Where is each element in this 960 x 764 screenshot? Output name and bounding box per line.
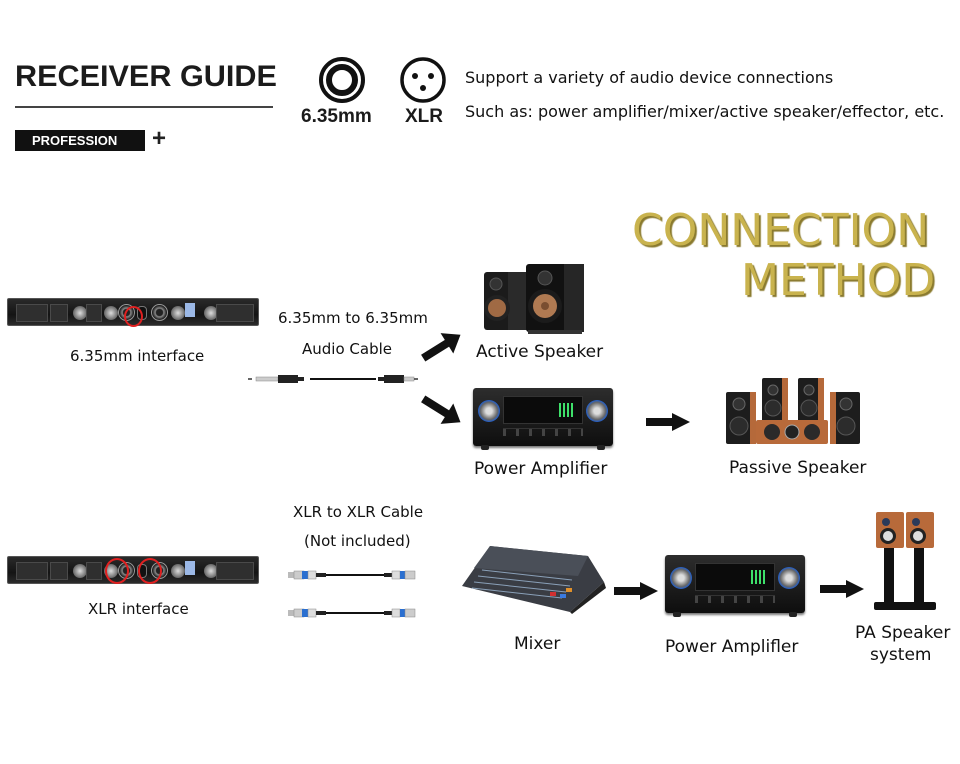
pa-speaker-label-line2: system	[870, 645, 932, 665]
highlight-ring-xlr-2	[138, 558, 162, 584]
pa-speaker-image	[872, 510, 940, 618]
active-speaker-label: Active Speaker	[476, 342, 604, 362]
mixer-label: Mixer	[514, 634, 561, 654]
profession-badge: PROFESSION	[15, 130, 145, 151]
active-speaker-image	[482, 260, 592, 344]
power-amplifier-image	[665, 555, 805, 617]
power-amplifier-label: Power Amplifier	[474, 459, 608, 479]
cable-label-xlr-line1: XLR to XLR Cable	[293, 503, 424, 521]
quarter-inch-jack-icon	[318, 56, 366, 108]
arrow-right-icon	[820, 580, 864, 598]
guide-title: RECEIVER GUIDE	[15, 60, 277, 93]
title-divider	[15, 106, 273, 108]
power-amplifier-label-2: Power Amplifler	[665, 637, 799, 657]
passive-speaker-image	[722, 376, 862, 452]
receiver-label-xlr: XLR interface	[88, 600, 189, 618]
quarter-inch-label: 6.35mm	[301, 106, 372, 127]
highlight-ring-635-jack	[124, 306, 143, 327]
section-title-line-2: METHOD	[741, 255, 936, 306]
pa-speaker-label-line1: PA Speaker	[855, 623, 951, 643]
description-line-2: Such as: power amplifier/mixer/active sp…	[465, 102, 945, 121]
section-title-line-1: CONNECTION	[632, 205, 930, 256]
plus-icon: +	[152, 125, 167, 152]
receiver-rear-panel-xlr	[7, 556, 259, 584]
cable-label-635-line2: Audio Cable	[302, 340, 392, 358]
power-amplifier-image	[473, 388, 613, 450]
cable-label-xlr-line2: (Not included)	[304, 532, 411, 550]
xlr-label: XLR	[405, 106, 443, 127]
highlight-ring-xlr-1	[105, 558, 129, 584]
receiver-label-635: 6.35mm interface	[70, 347, 205, 365]
description-line-1: Support a variety of audio device connec…	[465, 68, 834, 87]
xlr-connector-icon	[399, 56, 447, 108]
mixer-image	[460, 542, 606, 618]
xlr-cable-icon	[288, 566, 416, 585]
xlr-cable-icon	[288, 604, 416, 623]
arrow-right-icon	[646, 413, 690, 431]
arrow-up-right-icon	[418, 331, 464, 363]
arrow-down-right-icon	[418, 394, 464, 426]
cable-label-635-line1: 6.35mm to 6.35mm	[278, 309, 428, 327]
arrow-right-icon	[614, 582, 658, 600]
passive-speaker-label: Passive Speaker	[729, 458, 867, 478]
quarter-inch-cable-icon	[248, 370, 418, 389]
